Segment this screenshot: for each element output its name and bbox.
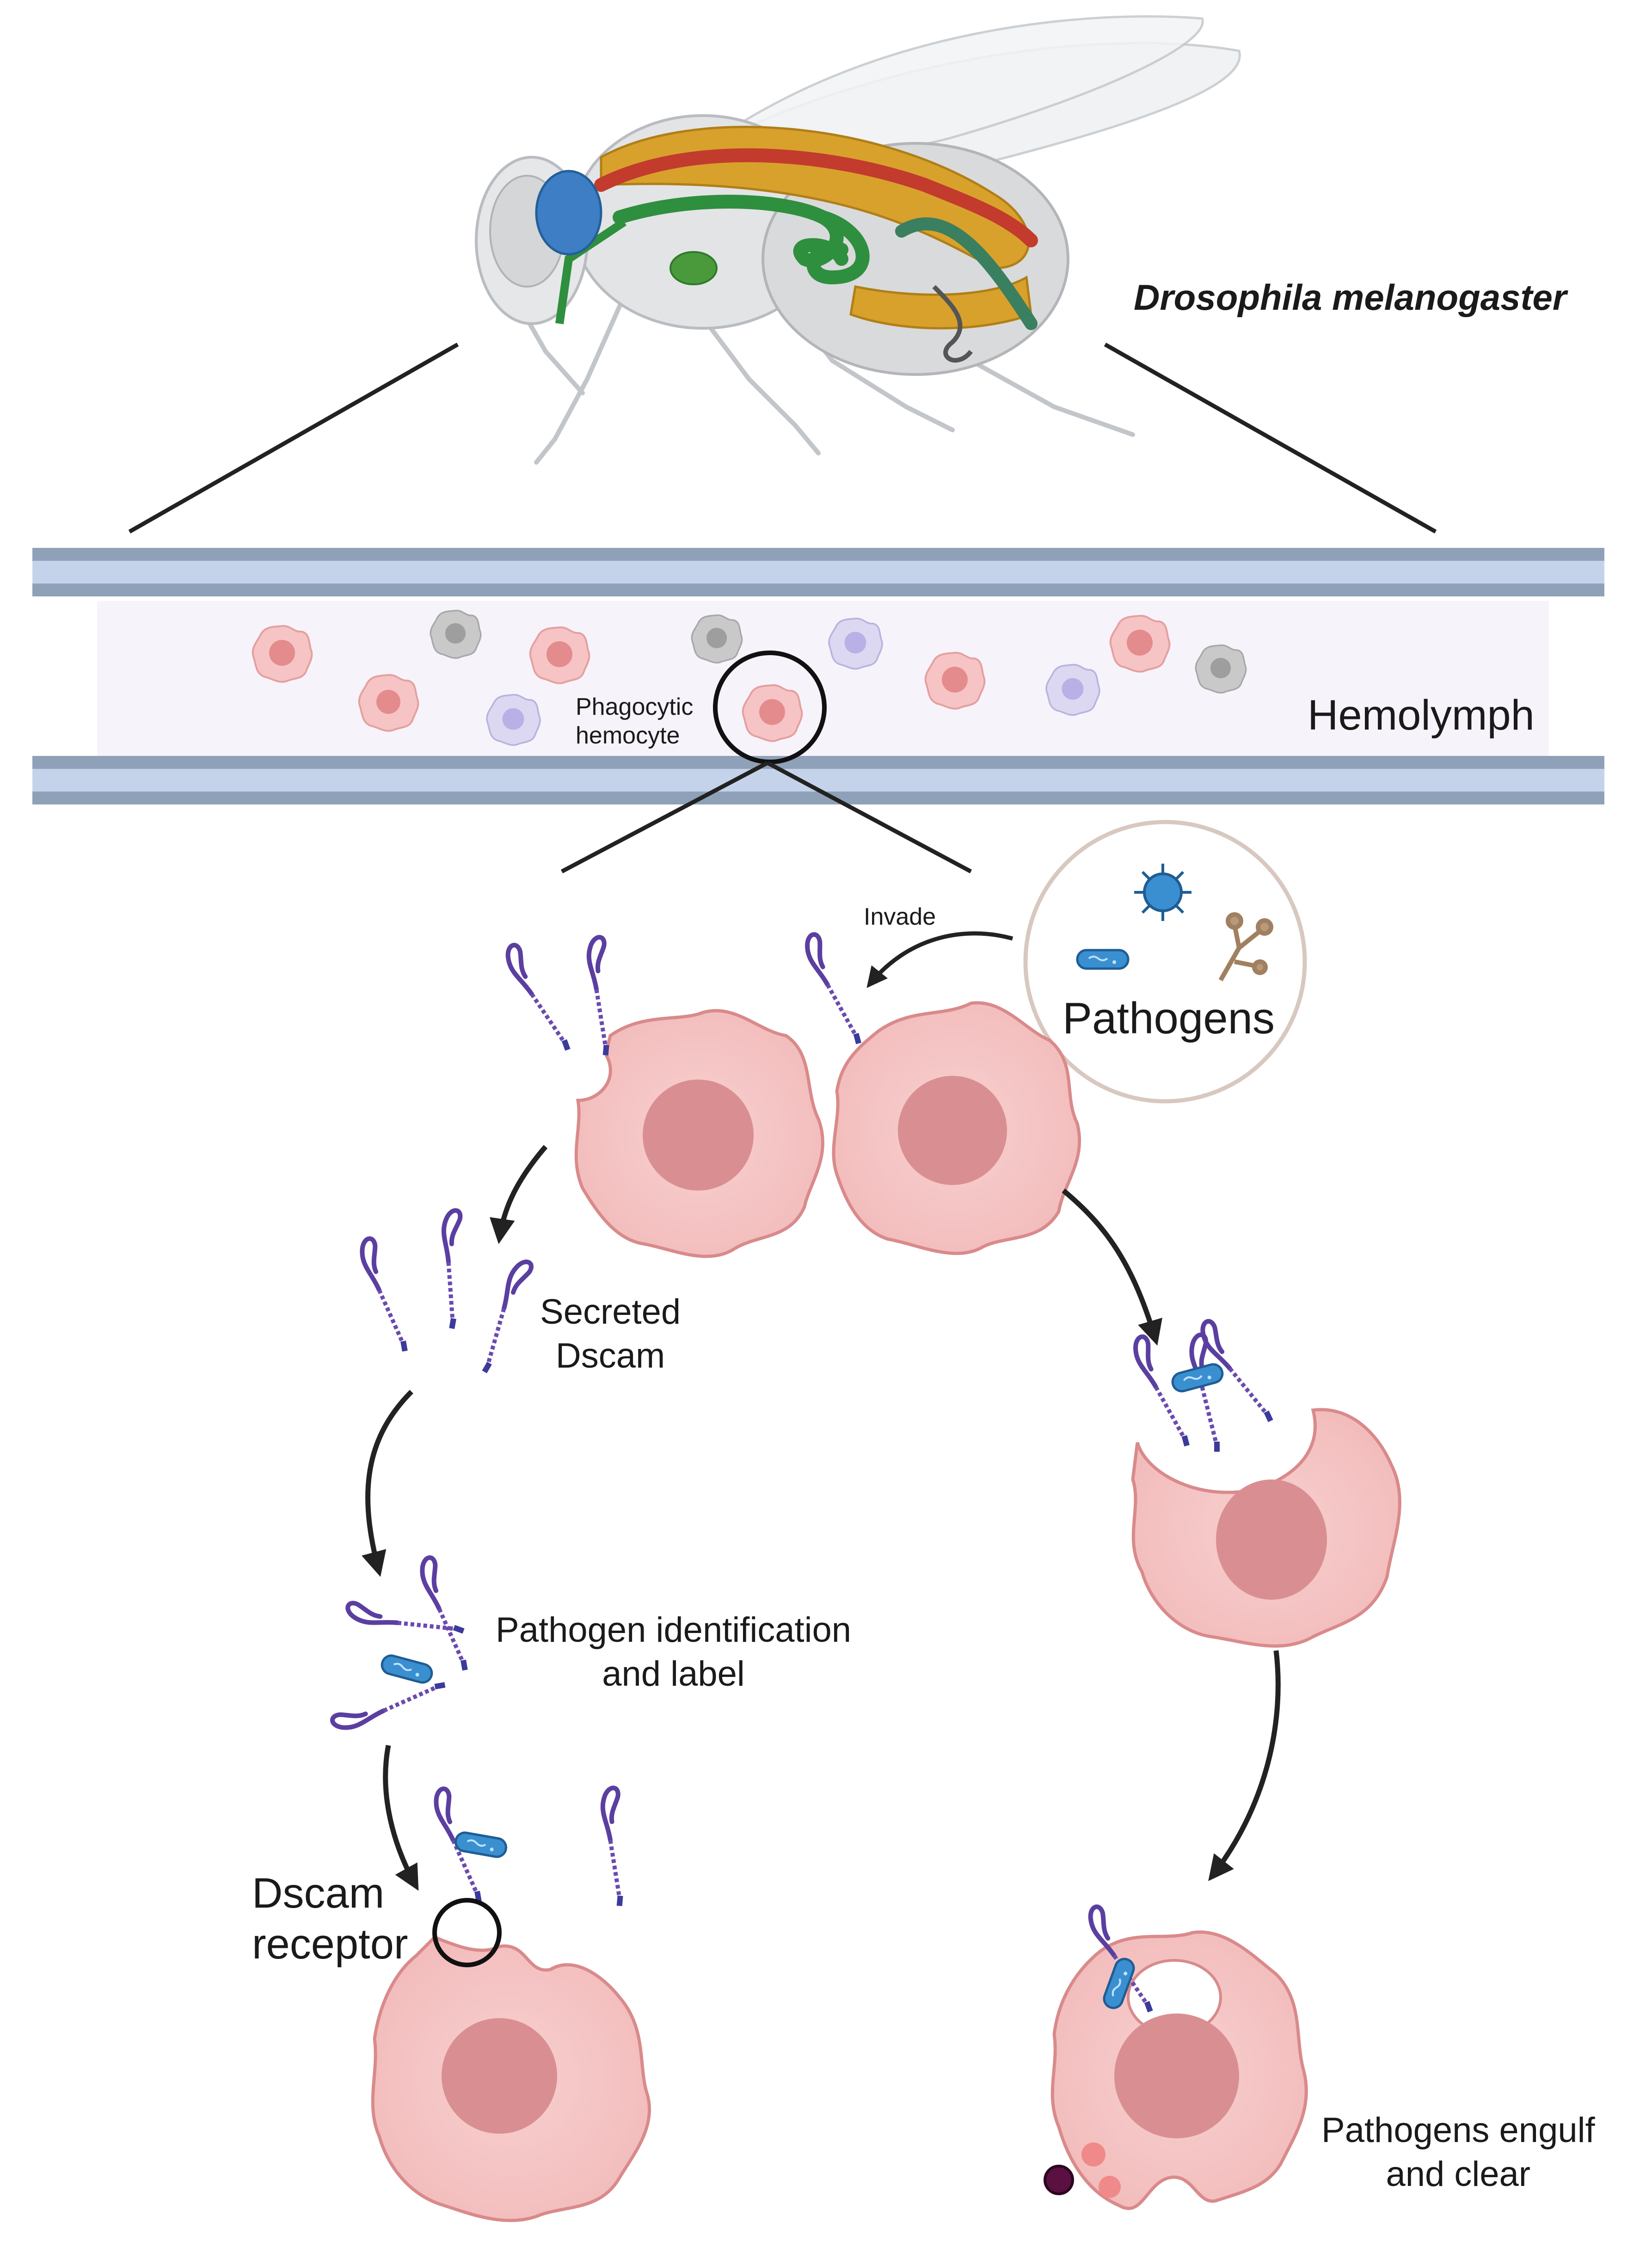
identification-line2: and label	[602, 1654, 745, 1694]
identification-label: Pathogen identification and label	[496, 1608, 851, 1696]
flow-arrows	[362, 1145, 1281, 1891]
secreted-line1: Secreted	[540, 1292, 681, 1332]
invade-label: Invade	[864, 903, 936, 930]
receptor-circle	[432, 1898, 502, 1967]
cleared-debris	[1044, 2142, 1121, 2198]
secreted-line2: Dscam	[555, 1336, 665, 1375]
phagocytic-label: Phagocytic hemocyte	[576, 693, 693, 750]
zoom-line-cell-left	[560, 761, 769, 873]
dscam-receptor-line2: receptor	[252, 1921, 408, 1968]
zoom-line-cell-right	[766, 761, 972, 873]
species-label: Drosophila melanogaster	[1134, 277, 1567, 318]
zoom-line-left	[128, 343, 459, 534]
hemolymph-vessel	[32, 548, 1604, 804]
hemolymph-label: Hemolymph	[1308, 692, 1535, 739]
drosophila-illustration	[475, 15, 1241, 465]
cells	[371, 1001, 1401, 2222]
dscam-receptor-label: Dscam receptor	[252, 1868, 408, 1970]
identification-line1: Pathogen identification	[496, 1610, 852, 1650]
invade-arrow	[866, 931, 1013, 988]
engulf-line2: and clear	[1386, 2155, 1531, 2194]
secreted-dscam-label: Secreted Dscam	[540, 1290, 681, 1378]
dscam-receptor-line1: Dscam	[252, 1870, 385, 1917]
pathogens-label: Pathogens	[1062, 994, 1275, 1043]
hemocytes	[252, 609, 1247, 746]
pathogens-group	[1023, 820, 1307, 1104]
phagocytic-line2: hemocyte	[576, 722, 680, 749]
phagocytic-line1: Phagocytic	[576, 694, 694, 720]
engulf-line1: Pathogens engulf	[1321, 2111, 1595, 2150]
zoom-line-right	[1104, 343, 1437, 534]
engulf-label: Pathogens engulf and clear	[1321, 2108, 1595, 2196]
